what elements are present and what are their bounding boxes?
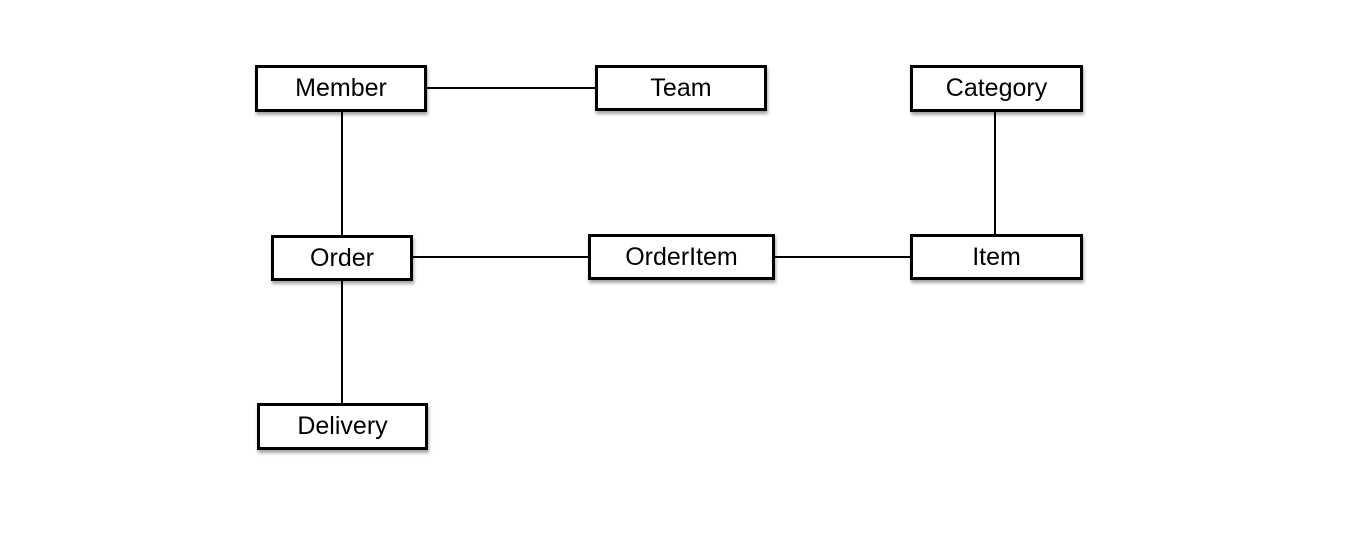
node-category[interactable]: Category: [910, 65, 1083, 112]
node-order-label: Order: [310, 243, 374, 272]
node-delivery[interactable]: Delivery: [257, 403, 428, 450]
node-team[interactable]: Team: [595, 65, 767, 111]
edge-order-delivery: [341, 281, 343, 403]
node-orderitem[interactable]: OrderItem: [588, 234, 775, 280]
node-category-label: Category: [945, 74, 1048, 102]
edge-order-orderitem: [413, 256, 588, 258]
node-orderitem-label: OrderItem: [625, 242, 738, 271]
edge-member-order: [341, 112, 343, 236]
node-item-label: Item: [972, 242, 1021, 271]
node-order[interactable]: Order: [271, 235, 413, 281]
node-member-label: Member: [295, 74, 387, 102]
edge-orderitem-item: [775, 256, 910, 258]
edge-member-team: [427, 87, 595, 89]
node-team-label: Team: [650, 73, 712, 102]
node-delivery-label: Delivery: [297, 412, 388, 440]
edge-category-item: [994, 112, 996, 235]
node-item[interactable]: Item: [910, 234, 1083, 280]
node-member[interactable]: Member: [255, 65, 427, 112]
